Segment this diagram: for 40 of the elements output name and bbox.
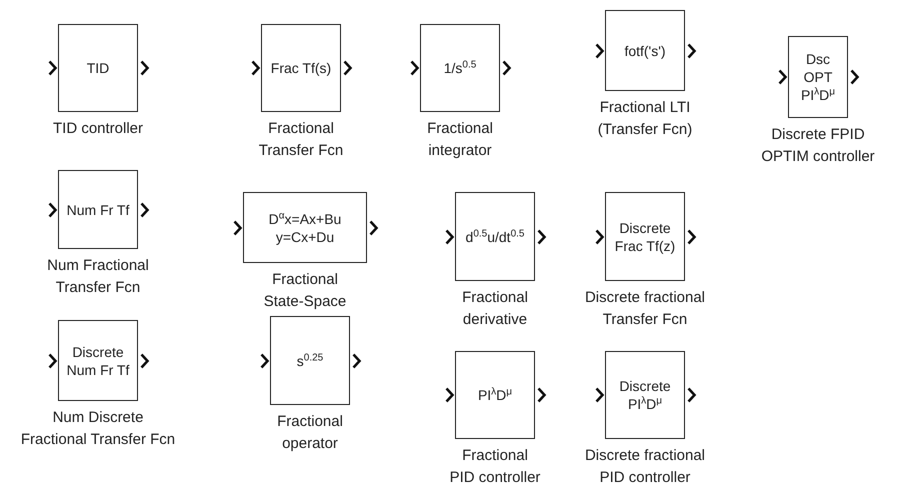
block-caption: Fractional LTI (Transfer Fcn) (596, 98, 694, 140)
function-block (58, 170, 138, 249)
block-label: s$^{0.25}$ (296, 352, 324, 370)
block-label: Discrete PI$^{λ}$D$^{μ}$ (618, 377, 672, 413)
function-block (605, 10, 685, 91)
block-caption: Fractional integrator (426, 119, 494, 161)
block-label: TID (86, 59, 110, 77)
block-caption: Fractional State-Space (262, 270, 348, 312)
block-label: Dsc OPT PI$^{λ}$D$^{μ}$ (800, 50, 836, 104)
function-block (58, 320, 138, 401)
function-block (261, 24, 341, 112)
function-block (243, 192, 367, 263)
block-caption: Fractional operator (276, 412, 344, 454)
function-block (788, 36, 848, 118)
function-block (605, 192, 685, 281)
block-label: Discrete Num Fr Tf (66, 342, 130, 378)
block-label: Frac Tf(s) (270, 59, 332, 77)
block-caption: Discrete FPID OPTIM controller (760, 125, 876, 167)
block-caption: Num Discrete Fractional Transfer Fcn (20, 408, 176, 450)
block-caption: Fractional PID controller (448, 446, 542, 486)
block-label: Num Fr Tf (66, 200, 130, 218)
block-label: Discrete Frac Tf(z) (614, 218, 676, 254)
function-block (455, 192, 535, 281)
block-label: fotf('s') (623, 42, 667, 60)
function-block (605, 351, 685, 439)
block-label: PI$^{λ}$D$^{μ}$ (476, 386, 514, 404)
block-caption: Num Fractional Transfer Fcn (46, 256, 150, 298)
function-block (455, 351, 535, 439)
block-caption: Discrete fractional PID controller (584, 446, 706, 486)
function-block (420, 24, 500, 112)
function-block (270, 316, 350, 405)
block-label: D$^{α}$x=Ax+Bu (268, 210, 342, 228)
block-caption: Fractional derivative (461, 288, 529, 330)
function-block (58, 24, 138, 112)
block-label: d$^{0.5}$u/dt$^{0.5}$ (464, 228, 526, 246)
block-caption: Discrete fractional Transfer Fcn (584, 288, 706, 330)
block-caption: TID controller (52, 119, 144, 139)
block-caption: Fractional Transfer Fcn (258, 119, 344, 161)
block-label: 1/s$^{0.5}$ (442, 59, 478, 77)
block-label: y=Cx+Du (274, 228, 336, 246)
